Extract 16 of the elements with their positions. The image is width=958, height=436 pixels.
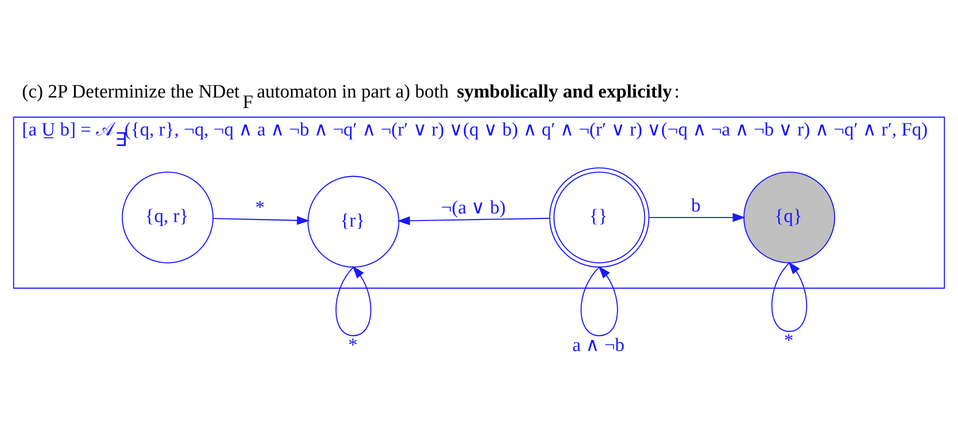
node-circle: {q}: [743, 172, 836, 264]
arrow: [336, 266, 372, 336]
edge-label: b: [691, 196, 701, 217]
edge-label: *: [348, 334, 358, 356]
edge-label: *: [784, 330, 794, 352]
node-circle: {r}: [308, 176, 400, 268]
arrow: [397, 216, 550, 226]
node-circle: {}: [549, 167, 650, 268]
arrow: [649, 213, 746, 222]
edge-label: ¬(a ∨ b): [441, 198, 506, 219]
node-circle: {q, r}: [122, 172, 214, 264]
arrow: [213, 216, 310, 225]
arrow: [580, 266, 618, 336]
arrow: [771, 262, 808, 332]
edge-label: *: [255, 198, 265, 219]
edge-label: a ∧ ¬b: [572, 334, 625, 356]
